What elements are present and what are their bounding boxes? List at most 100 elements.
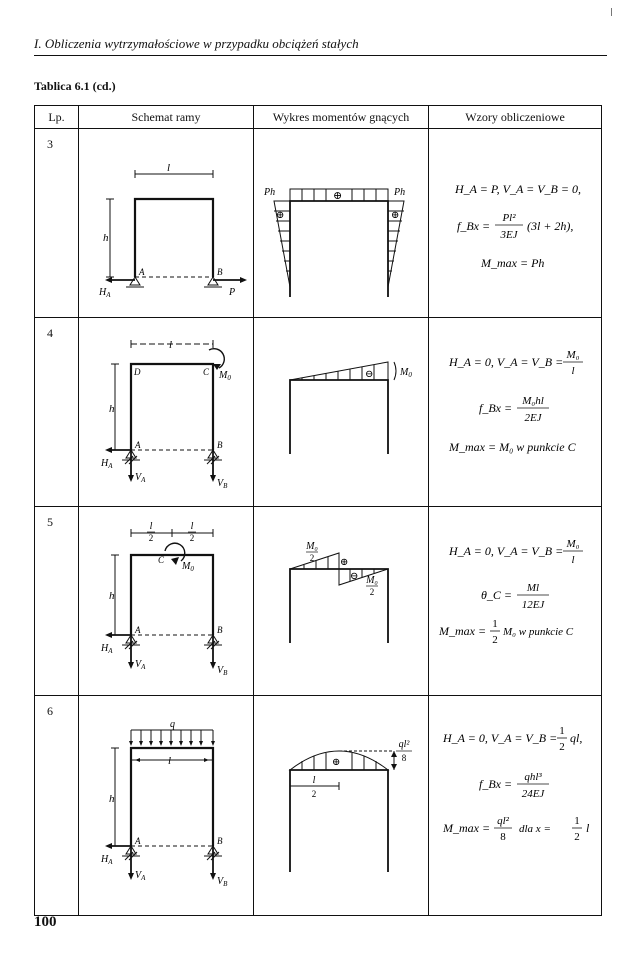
row-number: 6 bbox=[34, 695, 79, 916]
formula-line: M_max = M₀ w punkcie C bbox=[448, 440, 577, 454]
formula-lhs: θ_C = bbox=[481, 588, 512, 602]
formula-line: M_max = Ph bbox=[480, 256, 544, 270]
reaction-label: HA bbox=[100, 458, 113, 470]
frame-scheme-cell: q l h A B HA VA VB bbox=[78, 695, 254, 916]
table-header-row: Lp. Schemat ramy Wykres momentów gnących… bbox=[34, 105, 602, 129]
reaction-label: VB bbox=[217, 665, 228, 677]
dimension-label: h bbox=[109, 403, 115, 415]
formulas-block: H_A = 0, V_A = V_B = M₀ l f_Bx = M₀hl 2E… bbox=[448, 349, 583, 454]
load-label: P bbox=[228, 287, 235, 298]
moment-label-denominator: 2 bbox=[370, 587, 375, 597]
moment-diagram-cell: Ph Ph ⊕ ⊕ ⊕ bbox=[253, 128, 429, 318]
formula-tail: l bbox=[586, 821, 590, 835]
formula-lhs: H_A = 0, V_A = V_B = bbox=[448, 544, 563, 558]
formula-denominator: 2 bbox=[559, 741, 565, 753]
column-header-formulas: Wzory obliczeniowe bbox=[428, 105, 602, 129]
table-row: 4 bbox=[34, 317, 602, 507]
frame-scheme-diagram: l h D C M0 A B HA VA VB bbox=[100, 339, 231, 490]
formula-lhs: H_A = 0, V_A = V_B = bbox=[442, 731, 557, 745]
table-row: 3 l h bbox=[34, 128, 602, 318]
formula-lhs: f_Bx = bbox=[457, 219, 490, 233]
moment-label-numerator: M₀ bbox=[305, 541, 318, 552]
frame-scheme-diagram: l 2 l 2 h C M0 A B HA VA VB bbox=[100, 521, 228, 677]
moment-diagram: ⊖ M0 bbox=[289, 361, 412, 454]
reaction-label: HA bbox=[98, 287, 111, 299]
dimension-label: l bbox=[169, 339, 172, 351]
formula-lhs: f_Bx = bbox=[479, 401, 512, 415]
row-number: 5 bbox=[34, 506, 79, 696]
support-label: B bbox=[217, 836, 223, 846]
moment-label: Ph bbox=[263, 187, 275, 198]
formulas-cell: H_A = P, V_A = V_B = 0, f_Bx = Pl² 3EJ (… bbox=[428, 128, 602, 318]
support-label: B bbox=[217, 440, 223, 450]
frame-scheme-cell: l 2 l 2 h C M0 A B HA VA VB bbox=[78, 506, 254, 696]
formula-lhs: f_Bx = bbox=[479, 777, 512, 791]
table-row: 5 bbox=[34, 506, 602, 696]
formulas-cell: H_A = 0, V_A = V_B = M₀ l f_Bx = M₀hl 2E… bbox=[428, 317, 602, 507]
moment-label-numerator: ql² bbox=[399, 739, 411, 750]
formula-numerator: 1 bbox=[559, 725, 565, 737]
dimension-label: l bbox=[168, 755, 171, 767]
support-label: A bbox=[134, 440, 141, 450]
frame-scheme-cell: l h A B HA P bbox=[78, 128, 254, 318]
formula-lhs: M_max = bbox=[442, 821, 490, 835]
formula-denominator: 2 bbox=[492, 634, 498, 646]
formula-denominator: 12EJ bbox=[522, 599, 546, 611]
frame-scheme-diagram: q l h A B HA VA VB bbox=[100, 719, 228, 888]
column-header-moment: Wykres momentów gnących bbox=[253, 105, 429, 129]
sign-marker: ⊕ bbox=[333, 190, 342, 202]
column-header-lp: Lp. bbox=[34, 105, 79, 129]
dimension-numerator: l bbox=[313, 775, 316, 786]
reaction-label: VB bbox=[217, 478, 228, 490]
dimension-label: h bbox=[109, 590, 115, 602]
formula-numerator: M₀hl bbox=[521, 395, 544, 407]
reaction-label: VA bbox=[135, 659, 146, 671]
formula-denominator: 24EJ bbox=[522, 788, 546, 800]
load-label: q bbox=[170, 719, 175, 730]
frame-scheme-diagram: l h A B HA P bbox=[98, 162, 247, 299]
reaction-label: VA bbox=[135, 472, 146, 484]
formula-lhs: M_max = bbox=[438, 624, 486, 638]
moment-label-numerator: M₀ bbox=[365, 575, 378, 586]
dimension-denominator: 2 bbox=[149, 533, 154, 543]
formulas-block: H_A = 0, V_A = V_B = 1 2 ql, f_Bx = qhl³… bbox=[442, 725, 590, 843]
formulas-block: H_A = 0, V_A = V_B = M₀ l θ_C = Ml 12EJ … bbox=[438, 538, 583, 646]
reaction-label: HA bbox=[100, 854, 113, 866]
corner-label: C bbox=[158, 555, 165, 565]
row-number: 3 bbox=[34, 128, 79, 318]
moment-label: Ph bbox=[393, 187, 405, 198]
moment-label: M0 bbox=[218, 370, 231, 382]
formula-tail: ql, bbox=[570, 731, 582, 745]
sign-marker: ⊖ bbox=[365, 369, 373, 380]
page-number: 100 bbox=[34, 914, 57, 930]
formula-denominator: l bbox=[571, 365, 574, 377]
formula-denominator: l bbox=[571, 554, 574, 566]
formula-table: Lp. Schemat ramy Wykres momentów gnących… bbox=[34, 105, 602, 916]
formula-tail: (3l + 2h), bbox=[527, 219, 573, 233]
moment-label: M0 bbox=[181, 561, 194, 573]
support-label: B bbox=[217, 625, 223, 635]
formulas-cell: H_A = 0, V_A = V_B = M₀ l θ_C = Ml 12EJ … bbox=[428, 506, 602, 696]
reaction-label: HA bbox=[100, 643, 113, 655]
dimension-denominator: 2 bbox=[190, 533, 195, 543]
edge-mark bbox=[611, 8, 612, 16]
support-label: B bbox=[217, 267, 223, 277]
formula-numerator: Pl² bbox=[501, 212, 516, 224]
sign-marker: ⊖ bbox=[350, 571, 358, 582]
formula-line: H_A = P, V_A = V_B = 0, bbox=[454, 182, 581, 196]
moment-label: M0 bbox=[399, 367, 412, 379]
formula-numerator: ql² bbox=[497, 815, 510, 827]
formulas-cell: H_A = 0, V_A = V_B = 1 2 ql, f_Bx = qhl³… bbox=[428, 695, 602, 916]
dimension-label: l bbox=[167, 162, 170, 174]
formula-mid: dla x = bbox=[519, 823, 551, 835]
dimension-label: h bbox=[109, 793, 115, 805]
support-label: A bbox=[134, 836, 141, 846]
formula-denominator: 2 bbox=[574, 831, 580, 843]
dimension-denominator: 2 bbox=[312, 789, 317, 799]
formula-denominator: 2EJ bbox=[524, 412, 542, 424]
dimension-numerator: l bbox=[191, 521, 194, 532]
moment-diagram-cell: ⊕ ql² 8 l 2 bbox=[253, 695, 429, 916]
formula-numerator: M₀ bbox=[566, 538, 580, 550]
reaction-label: VB bbox=[217, 876, 228, 888]
running-head: I. Obliczenia wytrzymałościowe w przypad… bbox=[34, 36, 359, 51]
